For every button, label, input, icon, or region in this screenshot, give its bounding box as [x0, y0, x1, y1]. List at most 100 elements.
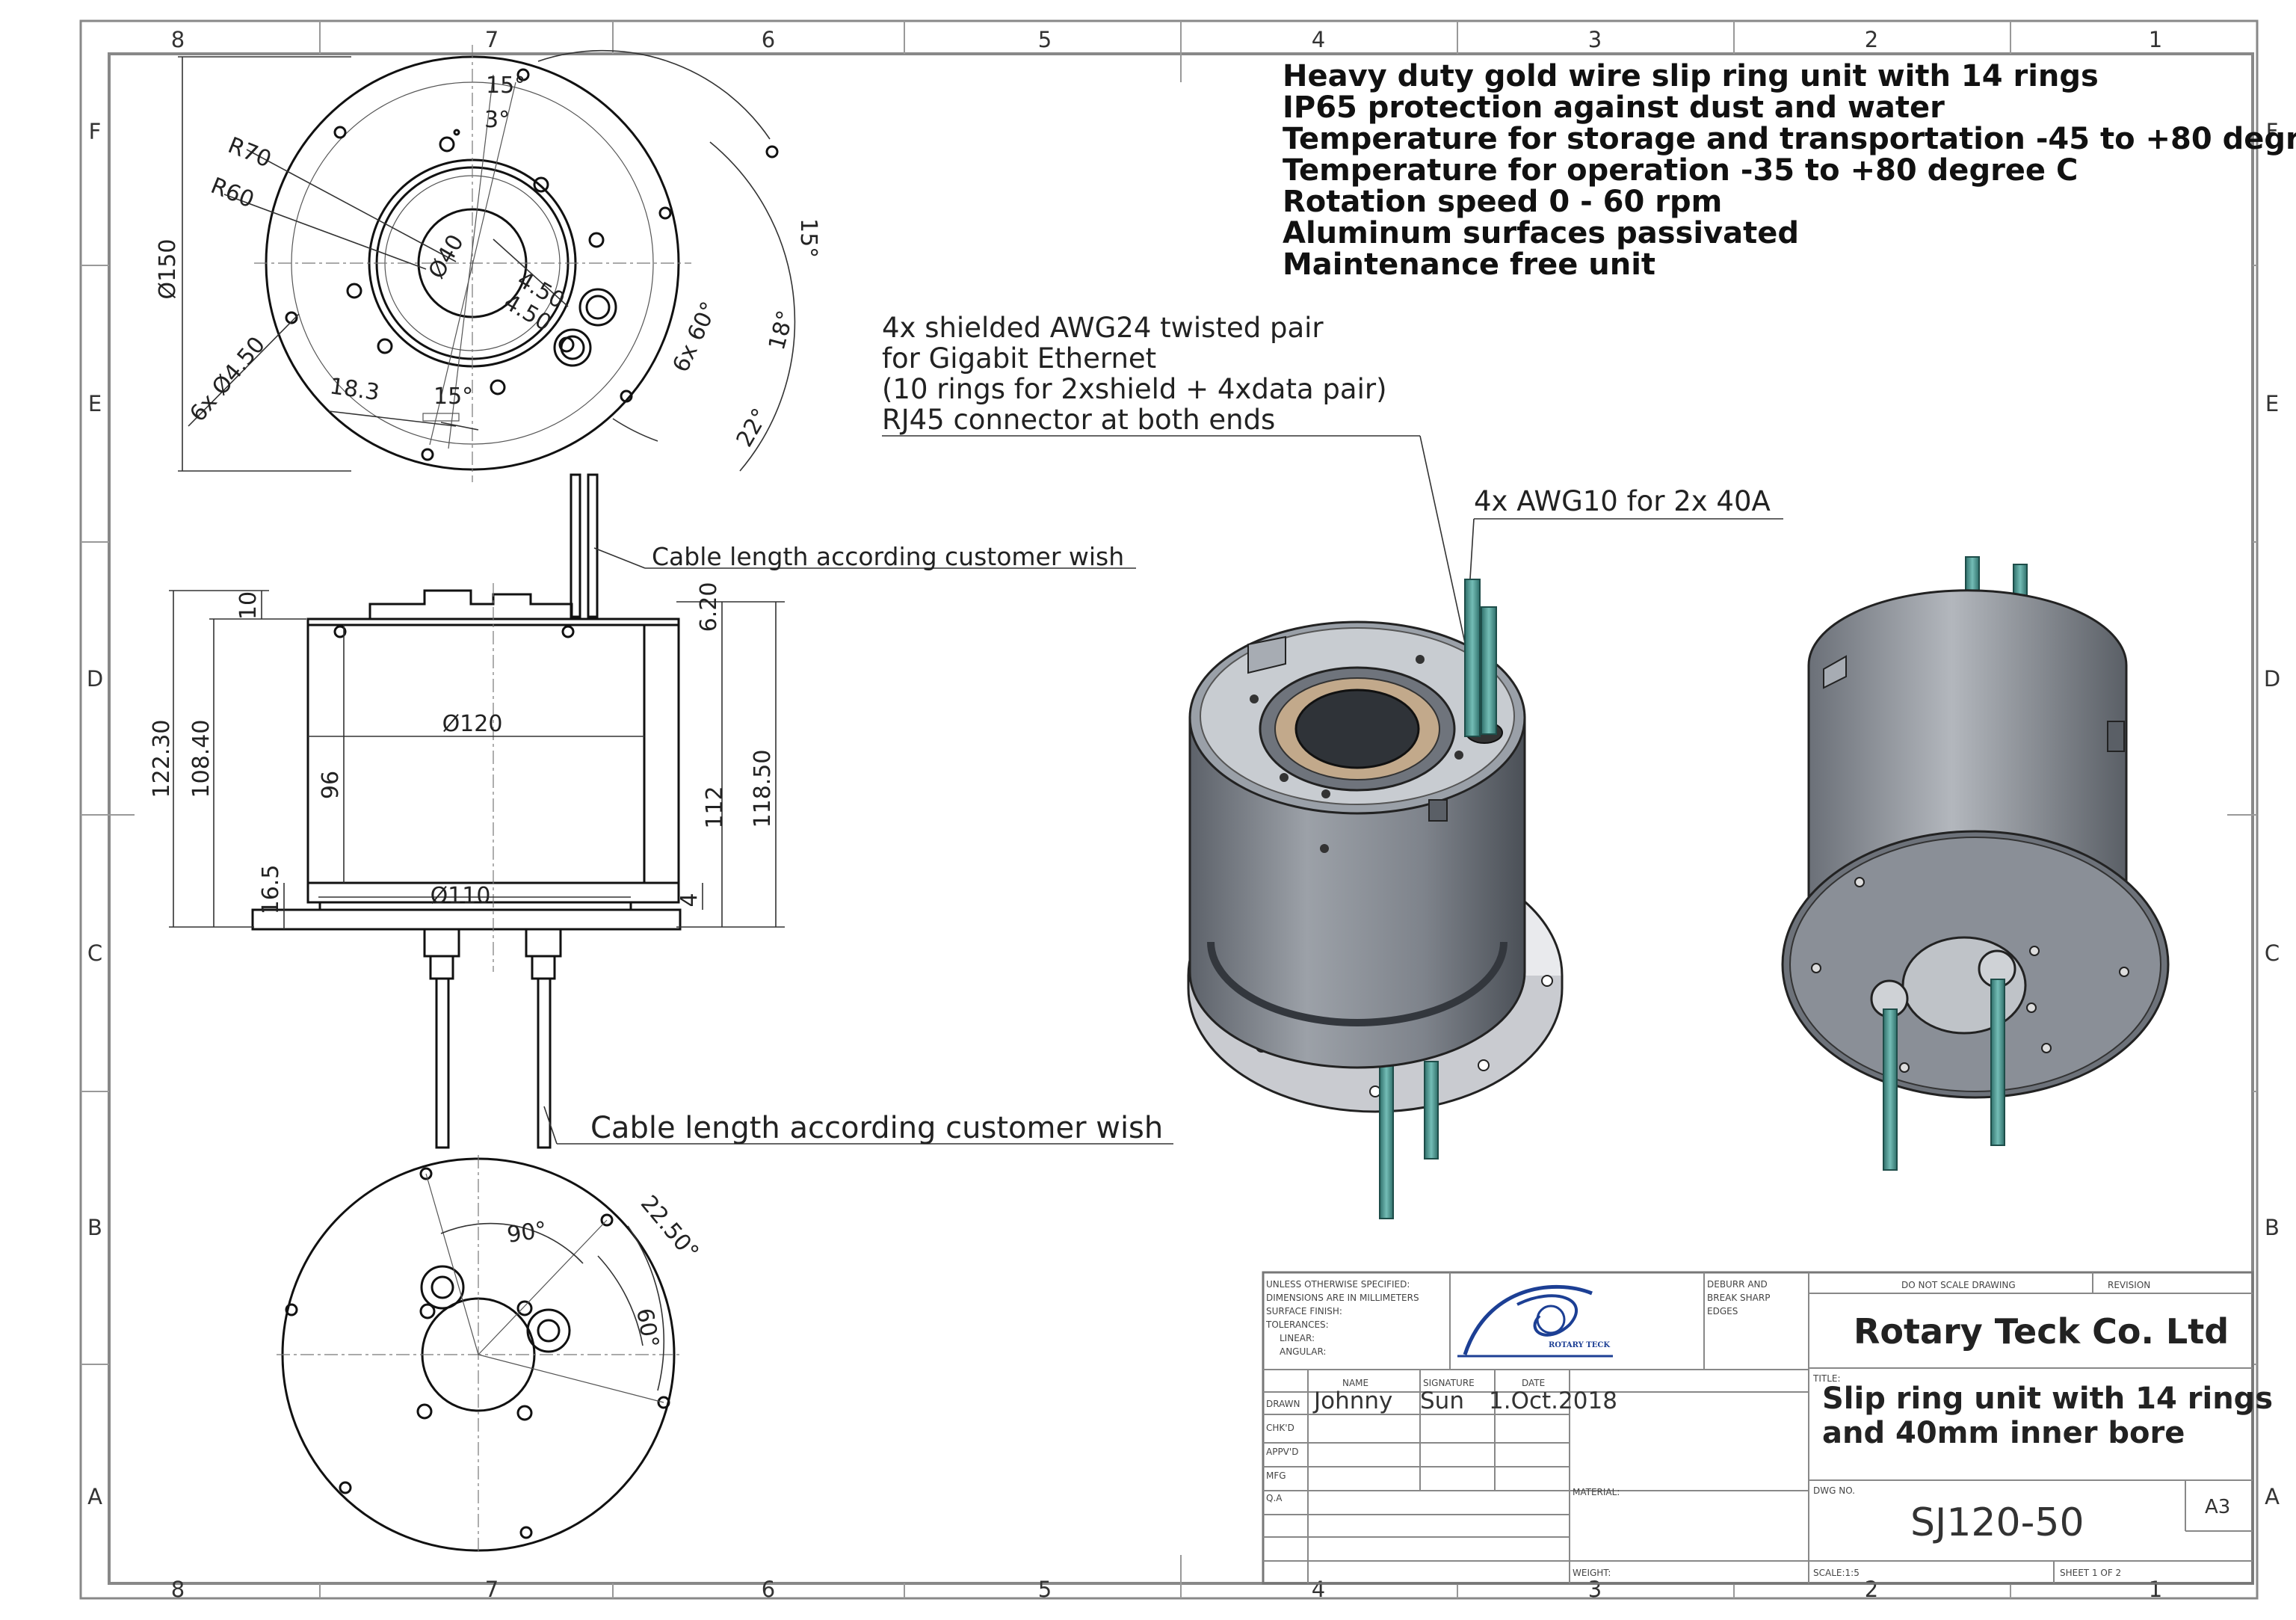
- dim-18-3: 18.3: [328, 373, 381, 406]
- dim-3deg: 3°: [484, 107, 510, 133]
- company-name: Rotary Teck Co. Ltd: [1854, 1311, 2229, 1352]
- power-callout: 4x AWG10 for 2x 40A: [1474, 485, 1771, 517]
- dim-6-20: 6.20: [696, 582, 722, 632]
- dim-16-5: 16.5: [258, 865, 284, 915]
- tb-note-6: ANGULAR:: [1280, 1346, 1326, 1357]
- dim-60deg: 60°: [631, 1306, 664, 1349]
- dim-122-30: 122.30: [149, 720, 175, 798]
- sheet-size: A3: [2205, 1496, 2230, 1518]
- drawing-title-line-2: and 40mm inner bore: [1822, 1416, 2185, 1450]
- tb-note-4: TOLERANCES:: [1265, 1319, 1329, 1330]
- zone-row-b-left: B: [87, 1215, 102, 1240]
- zone-col-1-top: 1: [2149, 27, 2162, 52]
- note-line-6: Aluminum surfaces passivated: [1283, 216, 1799, 250]
- title-block: UNLESS OTHERWISE SPECIFIED: DIMENSIONS A…: [1262, 1271, 2273, 1585]
- tb-row-appvd: APPV'D: [1266, 1447, 1298, 1457]
- dim-96: 96: [318, 771, 344, 799]
- zone-row-a-left: A: [87, 1484, 102, 1509]
- note-line-1: Heavy duty gold wire slip ring unit with…: [1283, 59, 2099, 93]
- zone-row-d-right: D: [2264, 666, 2280, 692]
- iso-view-bottom: [1781, 556, 2170, 1171]
- top-view: Ø150 R70 R60 15° 3° 15° 18° 22° 6x 60° 6…: [155, 45, 821, 482]
- zone-labels: 8 7 6 5 4 3 2 1 8 7 6 5 4 3 2 1 F E D C …: [87, 27, 2280, 1602]
- tb-sheet: SHEET 1 OF 2: [2060, 1568, 2121, 1578]
- dim-6x-dia4-50: 6x Ø4.50: [185, 332, 271, 427]
- tb-deburr-2: BREAK SHARP: [1707, 1293, 1770, 1303]
- tb-note-5: LINEAR:: [1280, 1333, 1315, 1343]
- zone-col-4-top: 4: [1312, 27, 1325, 52]
- tb-row-mfg: MFG: [1266, 1470, 1286, 1481]
- dim-10: 10: [235, 591, 262, 620]
- zone-col-4-bottom: 4: [1312, 1577, 1325, 1602]
- zone-col-7-top: 7: [485, 27, 499, 52]
- tb-note-3: SURFACE FINISH:: [1266, 1306, 1342, 1316]
- tb-weight-label: WEIGHT:: [1573, 1568, 1611, 1578]
- zone-col-2-top: 2: [1865, 27, 1878, 52]
- drawn-date: 1.Oct.2018: [1489, 1388, 1617, 1414]
- dim-15deg-right: 15°: [795, 218, 821, 258]
- note-line-7: Maintenance free unit: [1283, 247, 1655, 282]
- tb-deburr-1: DEBURR AND: [1707, 1279, 1768, 1290]
- note-line-2: IP65 protection against dust and water: [1283, 90, 1945, 125]
- zone-col-6-bottom: 6: [762, 1577, 775, 1602]
- zone-col-5-bottom: 5: [1038, 1577, 1052, 1602]
- dim-15deg-bottom: 15°: [433, 384, 473, 410]
- tb-material-label: MATERIAL:: [1573, 1487, 1620, 1497]
- zone-row-e-right: E: [2265, 391, 2279, 416]
- tb-title-label: TITLE:: [1812, 1373, 1841, 1384]
- ethernet-callout-line-3: (10 rings for 2xshield + 4xdata pair): [882, 373, 1387, 405]
- drawing-number: SJ120-50: [1910, 1500, 2084, 1545]
- sheet-border: [79, 19, 2259, 1600]
- drawn-by-signature: Sun: [1420, 1388, 1464, 1414]
- zone-row-b-right: B: [2265, 1215, 2280, 1240]
- callouts: 4x shielded AWG24 twisted pair for Gigab…: [882, 312, 1783, 730]
- drawn-by-name: Johnny: [1312, 1388, 1392, 1414]
- zone-col-8-bottom: 8: [171, 1577, 185, 1602]
- tb-deburr-3: EDGES: [1707, 1306, 1738, 1316]
- zone-col-2-bottom: 2: [1865, 1577, 1878, 1602]
- zone-col-5-top: 5: [1038, 27, 1052, 52]
- tb-col-name: NAME: [1342, 1378, 1368, 1388]
- tb-col-date: DATE: [1522, 1378, 1545, 1388]
- tb-revision-label: REVISION: [2108, 1280, 2150, 1290]
- dim-4: 4: [676, 893, 703, 907]
- dim-dia150: Ø150: [155, 239, 181, 300]
- zone-row-d-left: D: [87, 666, 103, 692]
- note-line-3: Temperature for storage and transportati…: [1283, 122, 2296, 156]
- dim-112: 112: [702, 786, 728, 828]
- dim-118-50: 118.50: [750, 750, 776, 828]
- zone-col-7-bottom: 7: [485, 1577, 499, 1602]
- bottom-view: 90° 22.50° 60°: [277, 1155, 704, 1555]
- company-logo: ROTARY TECK: [1457, 1284, 1613, 1358]
- tb-scale: SCALE:1:5: [1813, 1568, 1860, 1578]
- tb-col-signature: SIGNATURE: [1423, 1378, 1475, 1388]
- dim-dia40: Ø40: [424, 230, 469, 283]
- general-notes: Heavy duty gold wire slip ring unit with…: [1283, 59, 2296, 282]
- zone-col-6-top: 6: [762, 27, 775, 52]
- ethernet-callout-line-4: RJ45 connector at both ends: [882, 404, 1275, 436]
- dim-dia110: Ø110: [430, 883, 491, 909]
- zone-row-a-right: A: [2265, 1484, 2280, 1509]
- tb-note-1: UNLESS OTHERWISE SPECIFIED:: [1266, 1279, 1410, 1290]
- drawing-title-line-1: Slip ring unit with 14 rings: [1822, 1382, 2273, 1416]
- side-view: 122.30 108.40 10 96 16.5 6.20 112 118.50…: [149, 473, 1173, 1149]
- tb-do-not-scale: DO NOT SCALE DRAWING: [1901, 1280, 2016, 1290]
- zone-row-c-left: C: [87, 940, 102, 966]
- dim-r60: R60: [207, 173, 258, 214]
- dim-dia120: Ø120: [442, 711, 503, 737]
- dim-6x60deg: 6x 60°: [668, 298, 723, 376]
- zone-row-c-right: C: [2265, 940, 2280, 966]
- zone-col-3-top: 3: [1588, 27, 1602, 52]
- dim-15deg-top: 15°: [486, 73, 525, 99]
- zone-col-8-top: 8: [171, 27, 185, 52]
- tb-row-drawn: DRAWN: [1266, 1399, 1300, 1409]
- zone-row-e-left: E: [88, 391, 102, 416]
- dim-108-40: 108.40: [188, 720, 215, 798]
- tb-row-qa: Q.A: [1266, 1493, 1283, 1503]
- tb-dwg-no-label: DWG NO.: [1813, 1485, 1855, 1496]
- ethernet-callout-line-1: 4x shielded AWG24 twisted pair: [882, 312, 1324, 344]
- cable-length-note-top: Cable length according customer wish: [652, 542, 1124, 571]
- logo-text: ROTARY TECK: [1549, 1341, 1610, 1349]
- tb-note-2: DIMENSIONS ARE IN MILLIMETERS: [1266, 1293, 1419, 1303]
